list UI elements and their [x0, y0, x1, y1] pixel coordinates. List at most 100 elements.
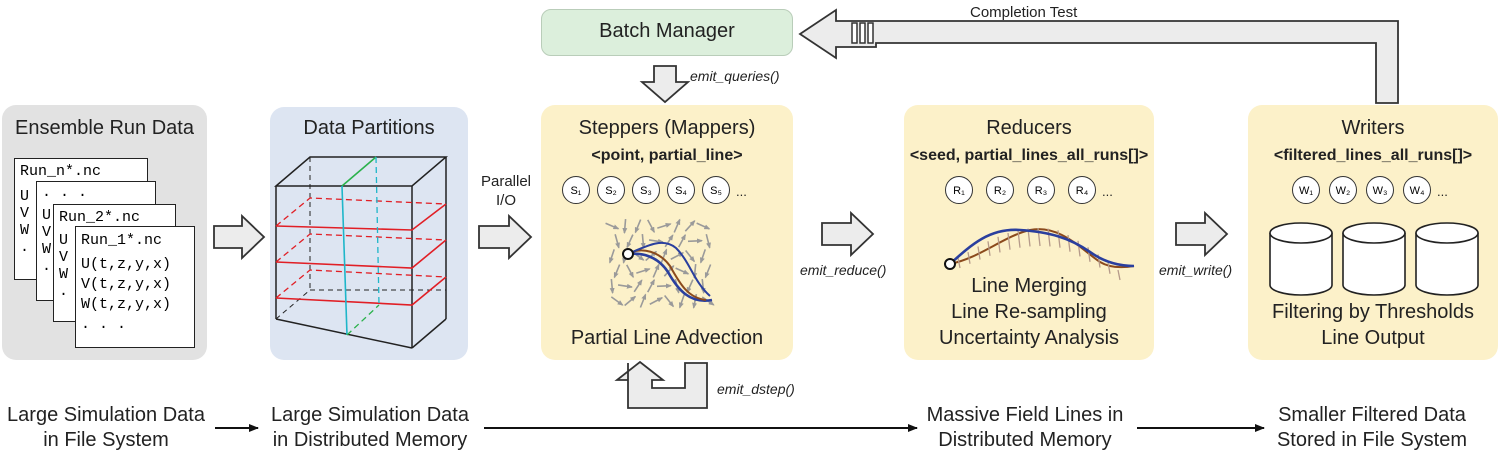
vector-arrow [633, 279, 643, 293]
stepper-node: S₁ [562, 176, 590, 204]
vector-arrow [664, 234, 674, 248]
vector-arrow [684, 220, 696, 232]
cylinder-3 [1415, 222, 1479, 296]
writers-ellipsis: ... [1437, 184, 1448, 199]
resample-tick [1067, 234, 1071, 252]
vector-arrow [608, 249, 615, 264]
stage1-line2: in File System [43, 429, 169, 451]
file-run-2-line: . [59, 283, 69, 300]
resample-tick [1077, 240, 1081, 257]
reducer-merged-line [944, 227, 1135, 281]
resample-tick [1107, 262, 1111, 274]
arrow-steppers-to-reducers [821, 210, 875, 258]
vector-arrow [647, 219, 655, 234]
vector-arrow [678, 294, 686, 309]
vector-arrow [609, 278, 615, 294]
partitions-title: Data Partitions [303, 117, 435, 139]
reducers-title: Reducers [986, 117, 1072, 139]
ensemble-title: Ensemble Run Data [15, 117, 194, 139]
reducers-kv: <seed, partial_lines_all_runs[]> [909, 147, 1149, 164]
steppers-ellipsis: ... [736, 184, 747, 199]
resample-tick [987, 241, 991, 256]
emit-dstep-label: emit_dstep() [717, 381, 795, 397]
steppers-title: Steppers (Mappers) [578, 117, 756, 139]
stage2-label: Large Simulation Data in Distributed Mem… [258, 403, 482, 453]
stepper-node: S₃ [632, 176, 660, 204]
file-middle-line: . [42, 258, 52, 275]
parallel-io-line2: I/O [495, 192, 516, 209]
vector-arrow [626, 264, 634, 279]
batch-manager-box [541, 9, 793, 56]
file-run-n-line: W [20, 222, 30, 239]
vector-arrow [696, 222, 711, 230]
vector-arrow [700, 278, 706, 294]
cylinder-1 [1269, 222, 1333, 296]
file-run-1-line: V(t,z,y,x) [81, 276, 172, 293]
file-middle-line: V [42, 224, 52, 241]
stepper-node: S₄ [667, 176, 695, 204]
writers-caption-2: Line Output [1321, 327, 1425, 349]
emit-reduce-label: emit_reduce() [800, 262, 887, 278]
file-run-1-line: . . . [81, 316, 127, 333]
arrow-completion-test [798, 8, 1399, 104]
vector-arrow [678, 233, 686, 248]
cylinder-2 [1342, 222, 1406, 296]
writer-node: W₄ [1403, 176, 1431, 204]
stage4-label: Smaller Filtered Data Stored in File Sys… [1266, 403, 1478, 453]
vector-arrow [704, 264, 712, 279]
file-run-n-line: V [20, 205, 30, 222]
file-run-2-name: Run_2*.nc [59, 209, 141, 226]
reducer-node: R₁ [945, 176, 973, 204]
reducer-node: R₃ [1027, 176, 1055, 204]
stepper-lines [622, 241, 713, 302]
vector-arrow [648, 238, 664, 244]
vector-arrow [613, 264, 621, 279]
vector-arrow [673, 218, 681, 233]
resample-tick [997, 236, 1001, 253]
arrow-dstep-loop [614, 360, 708, 409]
writer-cylinders [1269, 222, 1479, 296]
stage4-line2: Stored in File System [1276, 429, 1468, 451]
vector-arrow [605, 222, 620, 230]
file-run-1-line: U(t,z,y,x) [81, 256, 172, 273]
vector-arrow [626, 234, 634, 249]
steppers-kv: <point, partial_line> [591, 147, 743, 164]
file-middle-line: U [42, 207, 52, 224]
vector-arrow [647, 278, 655, 293]
stage3-line2: Distributed Memory [938, 429, 1112, 451]
vector-arrow [622, 218, 628, 234]
stepper-node: S₂ [597, 176, 625, 204]
file-middle-line: W [42, 241, 52, 258]
vector-arrow [614, 234, 620, 249]
writer-node: W₃ [1366, 176, 1394, 204]
stage1-label: Large Simulation Data in File System [0, 403, 212, 453]
partition-cube [273, 156, 449, 349]
arrow-reducers-to-writers [1175, 210, 1229, 258]
writer-node: W₁ [1292, 176, 1320, 204]
stage4-line1: Smaller Filtered Data [1278, 404, 1466, 426]
reducers-caption-3: Uncertainty Analysis [938, 327, 1120, 349]
resample-tick [967, 252, 971, 264]
vector-arrow [663, 265, 675, 277]
vector-arrow [699, 249, 707, 264]
resample-tick [957, 257, 961, 269]
emit-write-label: emit_write() [1159, 262, 1233, 278]
file-run-1: Run_1*.nc U(t,z,y,x) V(t,z,y,x) W(t,z,y,… [75, 226, 195, 348]
reducers-ellipsis: ... [1102, 184, 1113, 199]
stage2-line2: in Distributed Memory [272, 429, 468, 451]
stage3-line1: Massive Field Lines in [926, 404, 1124, 426]
vector-arrow [610, 296, 624, 306]
vector-arrow [687, 238, 703, 244]
vector-arrow [685, 250, 695, 263]
batch-manager-label: Batch Manager [599, 20, 735, 42]
vector-arrow [664, 295, 674, 308]
resample-tick [977, 246, 981, 260]
vector-arrow [624, 295, 637, 307]
vector-arrow [652, 263, 660, 278]
stepper-vector-field [605, 218, 715, 309]
file-run-2-line: U [59, 232, 69, 249]
vector-arrow [649, 297, 664, 305]
vector-arrow [675, 267, 690, 275]
arrow-ensemble-to-partitions [213, 213, 266, 261]
file-run-1-name: Run_1*.nc [81, 232, 163, 249]
